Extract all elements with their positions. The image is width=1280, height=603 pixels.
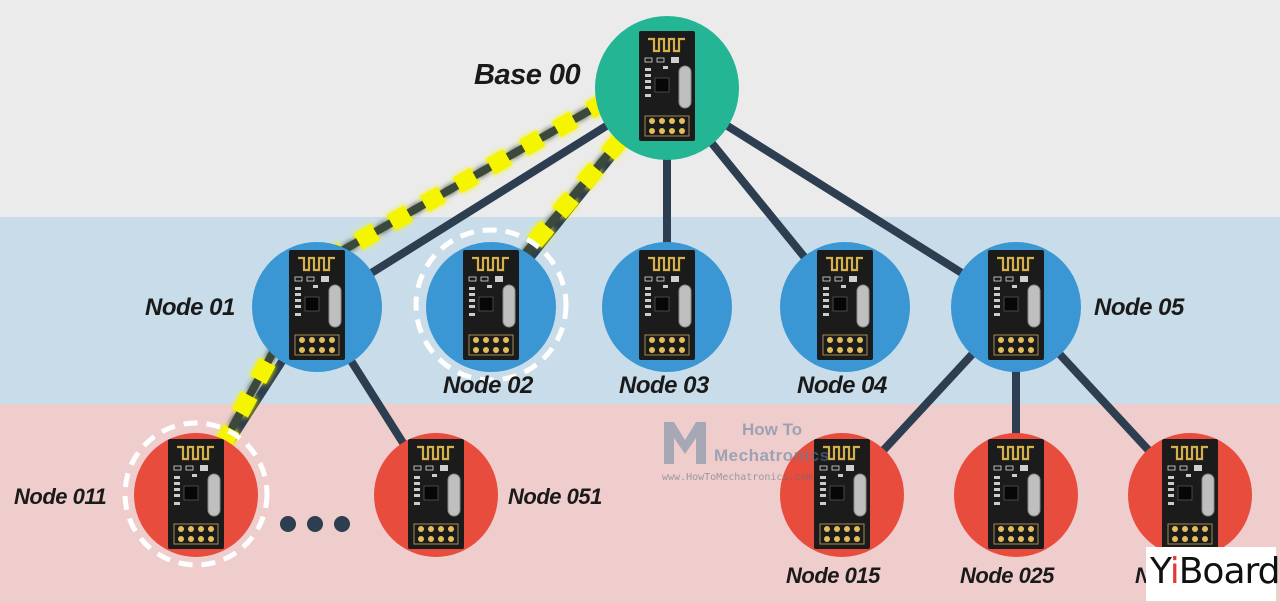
- label-node-051: Node 051: [508, 484, 602, 509]
- node-03: [602, 242, 732, 372]
- label-node-025: Node 025: [960, 563, 1054, 588]
- watermark-line2: Mechatronics: [714, 446, 830, 465]
- watermark-line1: How To: [742, 420, 803, 439]
- label-base-00: Base 00: [474, 59, 581, 91]
- node-05: [951, 242, 1081, 372]
- label-node-03: Node 03: [619, 372, 709, 399]
- node-04: [780, 242, 910, 372]
- label-node-02: Node 02: [443, 372, 533, 399]
- node-025: [954, 433, 1078, 557]
- brand-suffix: Board: [1178, 551, 1280, 592]
- label-node-04: Node 04: [797, 372, 887, 399]
- node-051: [374, 433, 498, 557]
- label-node-011: Node 011: [14, 484, 107, 509]
- watermark-url: www.HowToMechatronics.com: [662, 472, 813, 483]
- ellipsis-dots: [280, 516, 350, 532]
- label-node-05: Node 05: [1094, 294, 1184, 321]
- yiboard-logo: YiBoard: [1146, 547, 1280, 601]
- node-035: [1128, 433, 1252, 557]
- brand-accent: i: [1169, 551, 1180, 592]
- howtomechatronics-watermark: How To Mechatronics www.HowToMechatronic…: [660, 416, 830, 486]
- node-02: [413, 227, 569, 383]
- label-node-015: Node 015: [786, 563, 880, 588]
- node-base-00: [595, 16, 739, 160]
- selected-ring-node02: [413, 227, 569, 383]
- brand-prefix: Y: [1150, 551, 1171, 592]
- node-015: [780, 433, 904, 557]
- howtomechatronics-logo-icon: [664, 422, 706, 464]
- node-01: [252, 242, 382, 372]
- selected-ring-node011: [122, 420, 270, 568]
- label-node-01: Node 01: [145, 294, 235, 321]
- node-011: [122, 420, 270, 568]
